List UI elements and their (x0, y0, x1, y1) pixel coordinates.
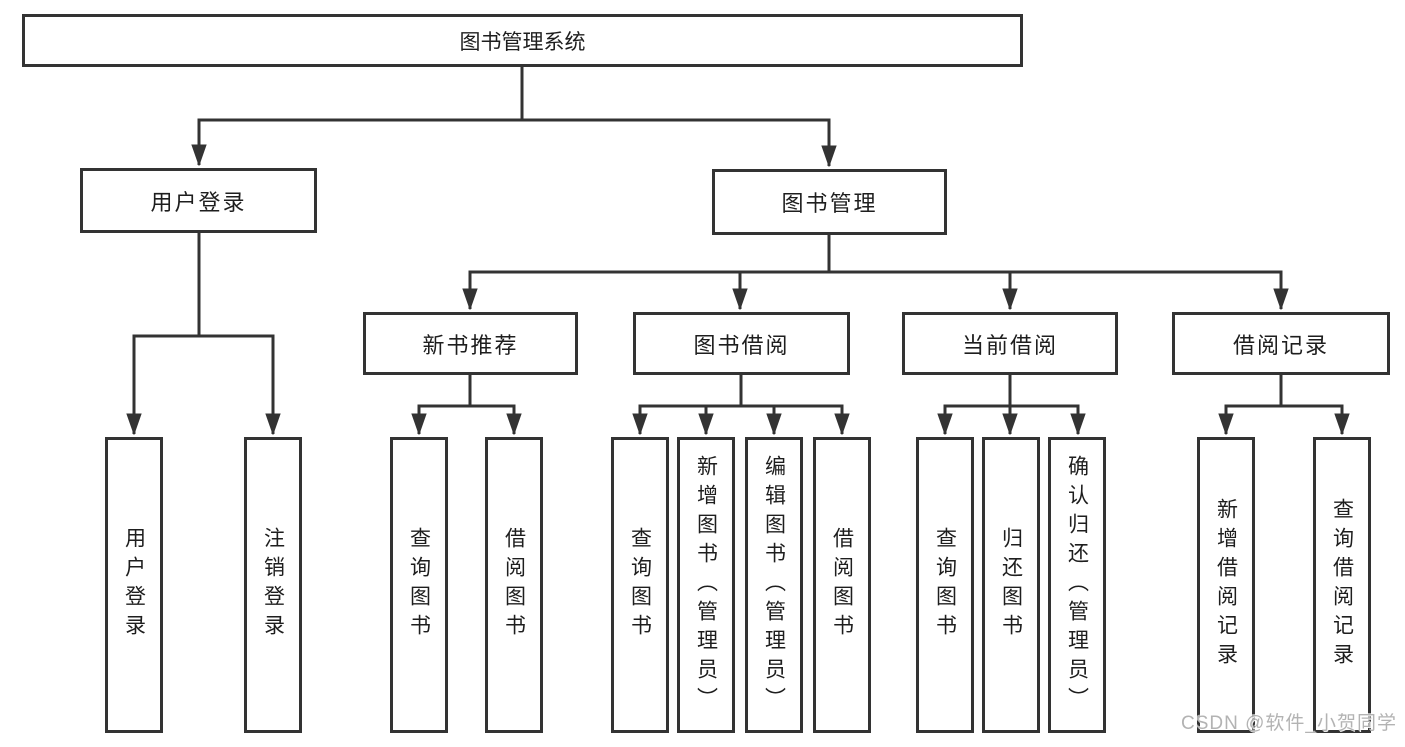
leaf-recommend-borrow-books: 借阅图书 (485, 437, 543, 733)
leaf-borrowing-edit-books-admin-label: 编辑图书（管理员） (762, 454, 786, 716)
leaf-recommend-borrow-books-label: 借阅图书 (502, 527, 526, 643)
leaf-records-query-record: 查询借阅记录 (1313, 437, 1371, 733)
leaf-records-add-record: 新增借阅记录 (1197, 437, 1255, 733)
leaf-borrowing-add-books-admin: 新增图书（管理员） (677, 437, 735, 733)
leaf-borrowing-query-books-label: 查询图书 (628, 527, 652, 643)
node-book-management: 图书管理 (712, 169, 947, 235)
leaf-current-query-books: 查询图书 (916, 437, 974, 733)
leaf-current-return-books: 归还图书 (982, 437, 1040, 733)
node-current-borrowing: 当前借阅 (902, 312, 1118, 375)
leaf-user-login-label: 用户登录 (122, 527, 146, 643)
leaf-borrowing-add-books-admin-label: 新增图书（管理员） (694, 454, 718, 716)
node-new-book-recommendation: 新书推荐 (363, 312, 578, 375)
leaf-records-query-record-label: 查询借阅记录 (1330, 498, 1354, 672)
leaf-borrowing-borrow-books-label: 借阅图书 (830, 527, 854, 643)
leaf-current-query-books-label: 查询图书 (933, 527, 957, 643)
leaf-records-add-record-label: 新增借阅记录 (1214, 498, 1238, 672)
leaf-recommend-query-books-label: 查询图书 (407, 527, 431, 643)
leaf-current-confirm-return-admin: 确认归还（管理员） (1048, 437, 1106, 733)
node-book-borrowing: 图书借阅 (633, 312, 850, 375)
leaf-logout: 注销登录 (244, 437, 302, 733)
leaf-recommend-query-books: 查询图书 (390, 437, 448, 733)
node-borrowing-records: 借阅记录 (1172, 312, 1390, 375)
leaf-borrowing-edit-books-admin: 编辑图书（管理员） (745, 437, 803, 733)
leaf-borrowing-borrow-books: 借阅图书 (813, 437, 871, 733)
csdn-watermark: CSDN @软件_小贺同学 (1181, 713, 1397, 734)
leaf-borrowing-query-books: 查询图书 (611, 437, 669, 733)
node-user-login: 用户登录 (80, 168, 317, 233)
leaf-user-login: 用户登录 (105, 437, 163, 733)
leaf-current-confirm-return-admin-label: 确认归还（管理员） (1065, 454, 1089, 716)
leaf-logout-label: 注销登录 (261, 527, 285, 643)
leaf-current-return-books-label: 归还图书 (999, 527, 1023, 643)
node-library-management-system: 图书管理系统 (22, 14, 1023, 67)
